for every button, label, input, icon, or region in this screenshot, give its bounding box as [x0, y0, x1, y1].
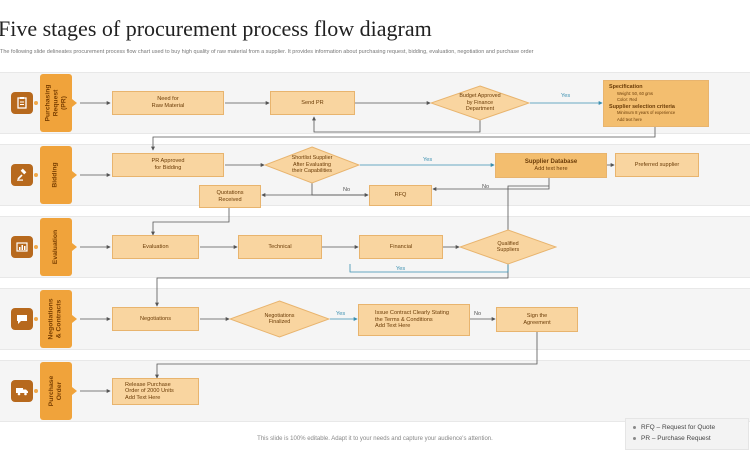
- footer-note: This slide is 100% editable. Adapt it to…: [257, 436, 493, 442]
- connector-dot: [34, 389, 38, 393]
- edge-label-no: No: [482, 184, 490, 190]
- node-negotiations: Negotiations: [112, 307, 199, 331]
- spec-line: Color: Red: [617, 97, 638, 103]
- criteria-title: Supplier selection criteria: [609, 103, 675, 110]
- spec-line: Weight: 50, 60 gms: [617, 90, 654, 96]
- node-quotations-received: Quotations Received: [199, 185, 261, 208]
- node-release-purchase-order: Release Purchase Order of 2000 Units Add…: [112, 378, 199, 405]
- supplier-db-sub: Add text here: [534, 165, 568, 172]
- stage-arrow: [72, 387, 77, 395]
- criteria-line: Add text here: [617, 116, 642, 122]
- chat-bubble-icon: [11, 308, 33, 330]
- criteria-line: Minimum 8 years of experience: [617, 110, 676, 116]
- node-pr-approved: PR Approved for Bidding: [112, 153, 224, 177]
- node-issue-contract: Issue Contract Clearly Stating the Terms…: [358, 304, 470, 336]
- connector-dot: [34, 173, 38, 177]
- stage-purchase-order: Purchase Order: [40, 362, 72, 420]
- auction-gavel-icon: [11, 164, 33, 186]
- stage-negotiations-contracts: Negotiations & Contracts: [40, 290, 72, 348]
- node-budget-approved: Budget Approved by Finance Department: [430, 85, 530, 121]
- legend: RFQ – Request for Quote PR – Purchase Re…: [625, 418, 749, 450]
- node-send-pr: Send PR: [270, 91, 355, 115]
- edge-label-yes: Yes: [561, 93, 571, 99]
- stage-arrow: [72, 171, 77, 179]
- node-shortlist-supplier: Shortlist Supplier After Evaluating thei…: [264, 146, 360, 184]
- stage-purchasing-request: Purchasing Request (PR): [40, 74, 72, 132]
- edge-label-no: No: [343, 187, 351, 193]
- node-preferred-supplier: Preferred supplier: [615, 153, 699, 177]
- supplier-db-title: Supplier Database: [524, 158, 578, 165]
- stage-arrow: [72, 315, 77, 323]
- node-supplier-database: Supplier Database Add text here: [495, 153, 607, 178]
- connector-dot: [34, 245, 38, 249]
- clipboard-icon: [11, 92, 33, 114]
- stage-bidding: Bidding: [40, 146, 72, 204]
- evaluation-chart-icon: [11, 236, 33, 258]
- edge-label-no: No: [474, 311, 482, 317]
- legend-item: RFQ – Request for Quote: [633, 424, 715, 431]
- stage-evaluation: Evaluation: [40, 218, 72, 276]
- node-specification-note: Specification Weight: 50, 60 gms Color: …: [603, 80, 709, 127]
- edge-label-yes: Yes: [396, 266, 406, 272]
- spec-title: Specification: [609, 84, 643, 90]
- node-negotiations-finalized: Negotiations Finalized: [229, 300, 330, 338]
- stage-arrow: [72, 99, 77, 107]
- page-title: Five stages of procurement process flow …: [0, 16, 432, 41]
- delivery-truck-icon: [11, 380, 33, 402]
- connector-dot: [34, 317, 38, 321]
- node-qualified-suppliers: Qualified Suppliers: [459, 229, 557, 265]
- edge-label-yes: Yes: [336, 311, 346, 317]
- page-subtitle: The following slide delineates procureme…: [0, 49, 534, 55]
- node-rfq: RFQ: [369, 185, 432, 206]
- node-technical: Technical: [238, 235, 322, 259]
- node-need-raw-material: Need for Raw Material: [112, 91, 224, 115]
- node-evaluation: Evaluation: [112, 235, 199, 259]
- node-sign-agreement: Sign the Agreement: [496, 307, 578, 332]
- connector-dot: [34, 101, 38, 105]
- edge-label-yes: Yes: [423, 157, 433, 163]
- stage-arrow: [72, 243, 77, 251]
- node-financial: Financial: [359, 235, 443, 259]
- legend-item: PR – Purchase Request: [633, 435, 711, 442]
